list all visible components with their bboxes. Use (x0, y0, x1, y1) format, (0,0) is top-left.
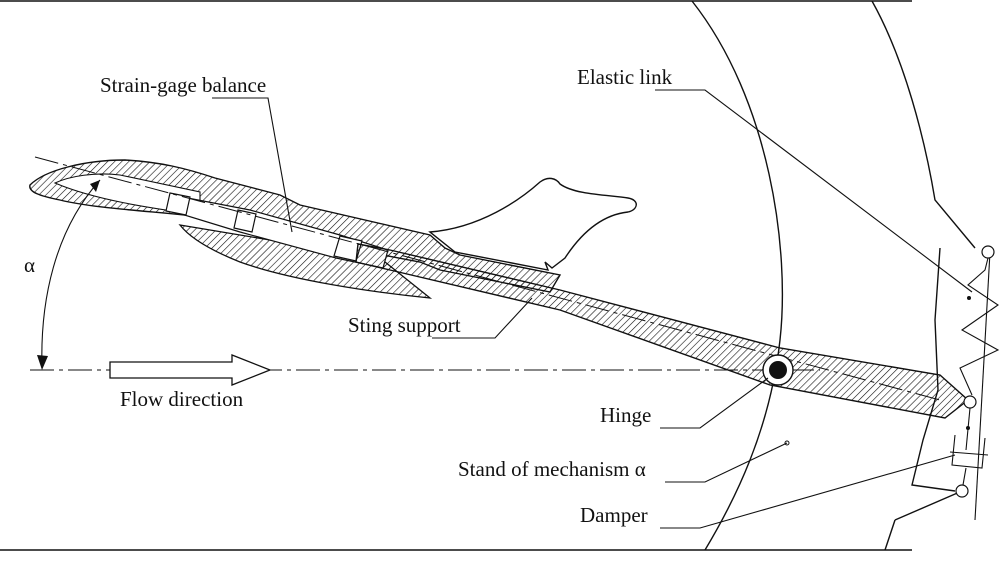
tail-fin (428, 177, 637, 271)
sting-support (355, 243, 970, 419)
lower-fairing (178, 224, 433, 299)
stand-frame-lower-link-2 (884, 519, 896, 551)
leader-strain-gage (212, 97, 293, 233)
balance-front-block (165, 192, 191, 216)
stand-arc-outer (871, 0, 976, 249)
damper-cylinder (951, 434, 986, 469)
label-flow-direction: Flow direction (120, 387, 244, 411)
leader-damper (660, 454, 956, 529)
label-alpha: α (24, 253, 35, 277)
spring-mid-node (967, 296, 971, 300)
alpha-arrow-top (90, 180, 100, 192)
damper-node (966, 426, 970, 430)
label-damper: Damper (580, 503, 648, 527)
label-elastic-link: Elastic link (577, 65, 673, 89)
leader-hinge (660, 377, 769, 429)
alpha-angle-arc (41, 179, 101, 369)
label-stand-of-mechanism: Stand of mechanism α (458, 457, 646, 481)
spring-top-pivot (981, 245, 995, 259)
stand-arc-inner (691, 0, 784, 551)
label-strain-gage-balance: Strain-gage balance (100, 73, 266, 97)
stand-frame-lower-link (894, 490, 963, 521)
damper-piston (949, 451, 989, 456)
alpha-arrow-bottom (37, 355, 48, 370)
spring-bottom-pivot (963, 395, 977, 409)
leader-stand (665, 442, 788, 483)
flow-direction-arrow (109, 354, 272, 386)
stand-frame-right (911, 247, 956, 492)
leader-sting-support (432, 297, 533, 339)
elastic-link-spring (959, 257, 1000, 396)
damper-lower-rod (962, 467, 967, 486)
balance-mid-block (233, 209, 257, 233)
leader-elastic-link (655, 89, 973, 293)
damper-bottom-pivot (955, 484, 969, 498)
stand-vertical-post (974, 251, 991, 521)
hinge-pin (769, 361, 787, 379)
label-hinge: Hinge (600, 403, 651, 427)
label-sting-support: Sting support (348, 313, 461, 337)
